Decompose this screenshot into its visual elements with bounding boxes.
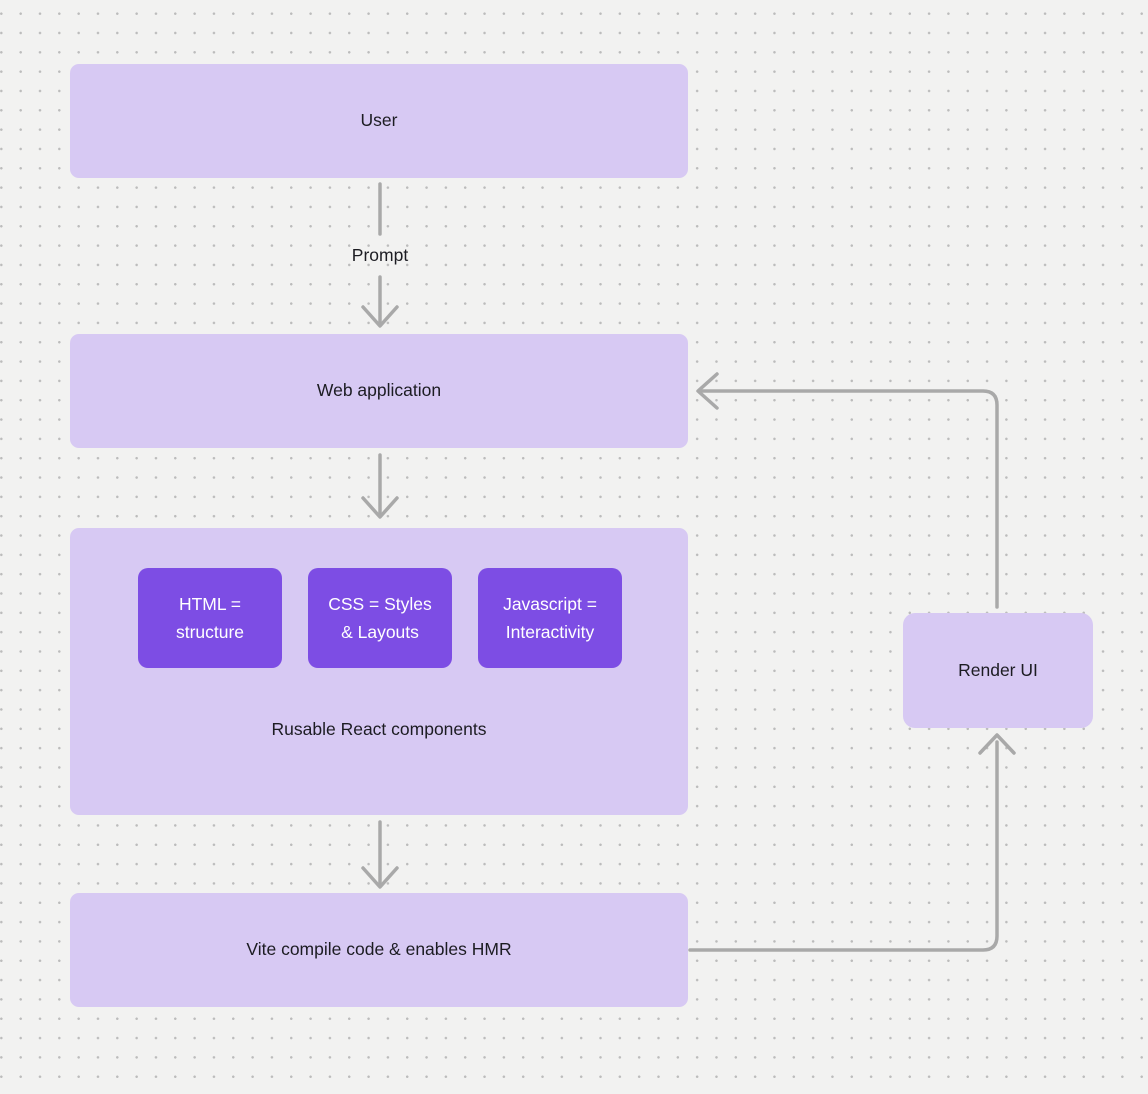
components-group-caption: Rusable React components [271,719,487,739]
node-html-structure-label: HTML = structure [175,594,245,642]
node-html-structure[interactable]: HTML = structure [138,568,282,668]
node-web-application[interactable]: Web application [70,334,688,448]
node-javascript-interactivity-label: Javascript = Interactivity [503,594,597,642]
node-css-styles[interactable]: CSS = Styles & Layouts [308,568,452,668]
arrow-user-to-webapp [361,182,399,328]
node-web-application-label: Web application [316,380,442,401]
node-javascript-interactivity[interactable]: Javascript = Interactivity [478,568,622,668]
node-user[interactable]: User [70,64,688,178]
arrow-webapp-to-components [361,453,399,519]
arrow-renderui-to-webapp [696,372,999,609]
arrow-components-to-vite [361,820,399,889]
node-user-label: User [360,110,398,131]
node-render-ui-label: Render UI [958,659,1038,680]
node-vite-label: Vite compile code & enables HMR [246,939,512,960]
node-render-ui[interactable]: Render UI [903,613,1093,728]
edge-label-prompt: Prompt [351,245,409,265]
arrow-vite-to-renderui [688,733,1016,952]
node-css-styles-label: CSS = Styles & Layouts [328,594,432,642]
node-vite[interactable]: Vite compile code & enables HMR [70,893,688,1007]
node-components-group[interactable]: HTML = structure CSS = Styles & Layouts … [70,528,688,815]
